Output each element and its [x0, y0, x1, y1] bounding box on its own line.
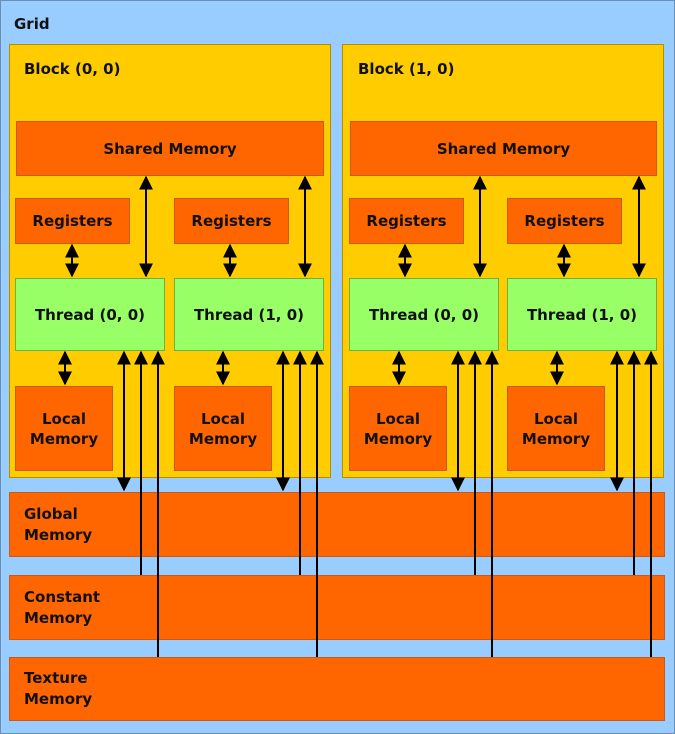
- registers: Registers: [349, 198, 464, 244]
- registers: Registers: [15, 198, 130, 244]
- block-label: Block (1, 0): [358, 60, 455, 78]
- registers: Registers: [507, 198, 622, 244]
- local-memory-line: Local: [375, 409, 421, 428]
- local-memory-line: Memory: [521, 429, 591, 448]
- texture-memory-line: Memory: [24, 690, 93, 708]
- thread-box: Thread (1, 0): [174, 278, 324, 351]
- local-memory-line: Local: [41, 409, 87, 428]
- local-memory-line: Memory: [29, 429, 99, 448]
- registers: Registers: [174, 198, 289, 244]
- local-memory-line: Memory: [363, 429, 433, 448]
- shared-memory: Shared Memory: [16, 121, 324, 176]
- constant-memory-line: Memory: [24, 608, 93, 627]
- global-memory-line: Memory: [24, 525, 93, 544]
- shared-memory: Shared Memory: [350, 121, 657, 176]
- local-memory-line: Local: [533, 409, 579, 428]
- block-label: Block (0, 0): [24, 60, 121, 78]
- thread-box: Thread (0, 0): [349, 278, 499, 351]
- thread-box: Thread (1, 0): [507, 278, 657, 351]
- global-memory-line: Global: [24, 504, 78, 523]
- constant-memory-line: Constant: [24, 587, 101, 606]
- thread-box: Thread (0, 0): [15, 278, 165, 351]
- local-memory-line: Memory: [188, 429, 258, 448]
- texture-memory-line: Texture: [24, 669, 88, 687]
- grid-label: Grid: [14, 15, 50, 33]
- local-memory-line: Local: [200, 409, 246, 428]
